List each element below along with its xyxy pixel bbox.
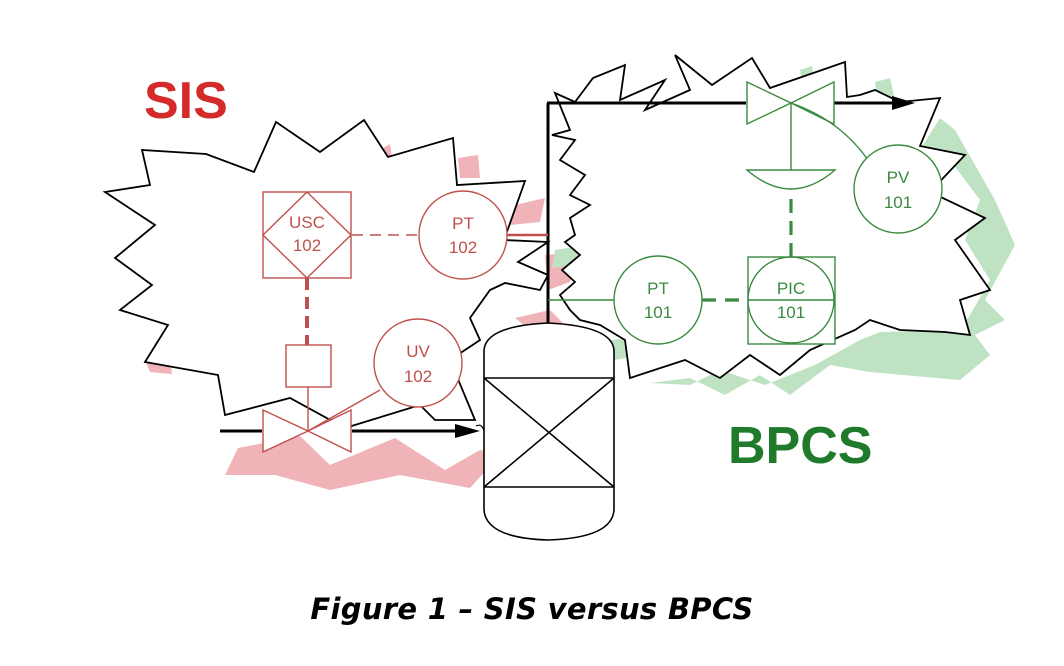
pv-101-valve-body[interactable] [746,80,793,126]
pv-101-leader [790,102,869,161]
figure-caption: Figure 1 – SIS versus BPCS [310,592,754,626]
pt-102-tag: PT [452,214,474,233]
pv-101-valve-body[interactable] [789,80,835,126]
uv-102-actuator [285,344,332,388]
reactor-vessel [483,322,615,541]
bpcs-zone-label: BPCS [728,417,872,475]
sis-shadow-shape [510,198,545,225]
usc-102-tag: USC [289,213,325,232]
vessel-inlet-nozzle [475,424,485,432]
pt-101-bubble [613,255,703,345]
pt-101-loop: 101 [644,303,672,322]
pt-102-bubble [418,190,508,280]
outlet-arrowhead [892,96,915,110]
uv-102-tag: UV [406,342,430,361]
sis-instrumentation: USC 102 PT 102 UV 102 [261,190,548,454]
process-lines [220,96,915,438]
usc-102-logic-solver[interactable]: USC 102 [261,191,353,279]
sis-zone-label: SIS [144,72,228,130]
pv-101-bubble [853,144,943,234]
uv-102-valve-body[interactable] [306,408,352,454]
vessel-bed-cross [483,377,615,488]
uv-102-leader [307,389,381,432]
bpcs-instrumentation: PT 101 PIC 101 PV 101 [548,80,943,345]
pv-101-diaphragm-actuator [745,169,837,190]
uv-102-valve-body[interactable] [262,408,310,454]
pic-101-controller[interactable]: PIC 101 [747,256,836,345]
pv-101-tag: PV [887,168,910,187]
pic-101-tag: PIC [777,279,805,298]
pt-101-tag: PT [647,279,669,298]
pt-101-transmitter[interactable]: PT 101 [613,255,703,345]
uv-102-bubble [373,318,463,408]
pv-101-loop: 101 [884,193,912,212]
pv-101-valve-tag[interactable]: PV 101 [853,144,943,234]
pt-102-loop: 102 [449,238,477,257]
pic-101-loop: 101 [777,303,805,322]
uv-102-valve-tag[interactable]: UV 102 [373,318,463,408]
usc-102-loop: 102 [293,236,321,255]
sis-shadow-shape [225,436,500,490]
inlet-arrowhead [455,424,480,438]
usc-102-box [262,191,352,279]
pt-102-transmitter[interactable]: PT 102 [418,190,508,280]
uv-102-loop: 102 [404,367,432,386]
sis-shadow-shape [458,155,480,178]
